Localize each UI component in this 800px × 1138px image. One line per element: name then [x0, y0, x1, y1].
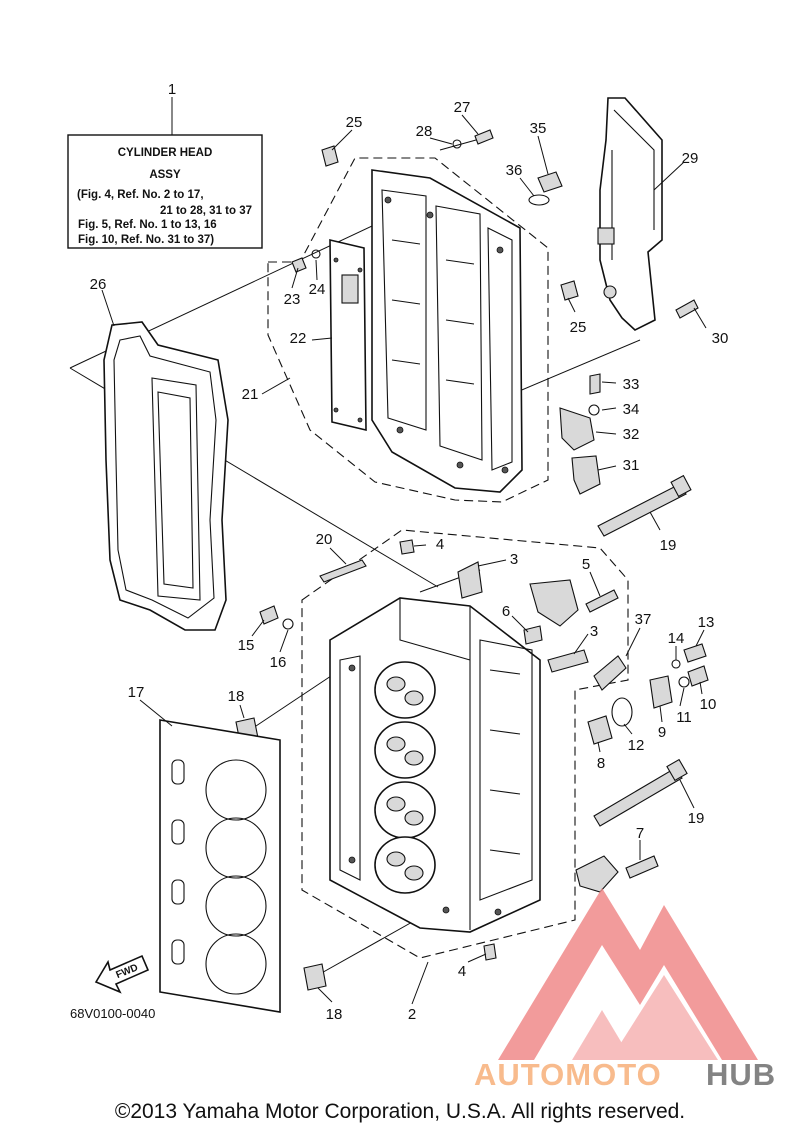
callout-35: 35 — [530, 120, 547, 137]
callout-4-top: 4 — [436, 536, 444, 553]
cylinder-head — [329, 597, 541, 933]
callout-29: 29 — [682, 150, 699, 167]
callout-22: 22 — [290, 330, 307, 347]
callout-8: 8 — [597, 755, 605, 772]
diagram-code: 68V0100-0040 — [70, 1006, 155, 1021]
callout-1: 1 — [168, 81, 176, 98]
callout-13: 13 — [698, 614, 715, 631]
box-line-4: 21 to 28, 31 to 37 — [160, 205, 252, 217]
callout-6: 6 — [502, 603, 510, 620]
callout-11: 11 — [676, 709, 692, 726]
callout-14: 14 — [668, 630, 685, 647]
callout-9: 9 — [658, 724, 666, 741]
callout-12: 12 — [628, 737, 645, 754]
valve-cover — [371, 169, 523, 493]
callout-18-bottom: 18 — [326, 1006, 343, 1023]
callout-30: 30 — [712, 330, 729, 347]
combustion-chambers — [374, 661, 436, 894]
box-line-5: Fig. 5, Ref. No. 1 to 13, 16 — [78, 219, 217, 231]
leader-lines — [101, 114, 707, 1005]
bracket — [597, 97, 663, 331]
callout-28: 28 — [416, 123, 433, 140]
callout-23: 23 — [284, 291, 301, 308]
small-parts — [235, 129, 709, 991]
callout-25-right: 25 — [570, 319, 587, 336]
callout-33: 33 — [623, 376, 640, 393]
callout-19-top: 19 — [660, 537, 677, 554]
callout-26: 26 — [90, 276, 107, 293]
callout-32: 32 — [623, 426, 640, 443]
watermark-text-gray: HUB — [706, 1057, 776, 1092]
watermark-text-orange: AUTOMOTO — [474, 1057, 662, 1092]
callout-15: 15 — [238, 637, 255, 654]
callout-5: 5 — [582, 556, 590, 573]
callout-37: 37 — [635, 611, 652, 628]
callout-34: 34 — [623, 401, 640, 418]
callout-4-bottom: 4 — [458, 963, 466, 980]
cylinder-head-assy-label-box: CYLINDER HEAD ASSY (Fig. 4, Ref. No. 2 t… — [67, 134, 263, 249]
forward-arrow-icon: FWD — [94, 954, 150, 994]
callout-18-top: 18 — [228, 688, 245, 705]
callout-31: 31 — [623, 457, 640, 474]
box-line-1: CYLINDER HEAD — [118, 147, 213, 159]
callout-17: 17 — [128, 684, 145, 701]
long-bolts — [593, 474, 692, 827]
callout-21: 21 — [242, 386, 259, 403]
callout-7: 7 — [636, 825, 644, 842]
copyright-notice: ©2013 Yamaha Motor Corporation, U.S.A. A… — [114, 1100, 686, 1123]
box-line-2: ASSY — [149, 169, 181, 181]
callout-24: 24 — [309, 281, 326, 298]
callout-20: 20 — [316, 531, 333, 548]
callout-36: 36 — [506, 162, 523, 179]
cover-plate — [329, 238, 367, 432]
callout-3-mid: 3 — [590, 623, 598, 640]
cover-gasket — [103, 321, 229, 631]
callout-16: 16 — [270, 654, 287, 671]
callout-27: 27 — [454, 99, 471, 116]
callout-10: 10 — [700, 696, 717, 713]
callout-2: 2 — [408, 1006, 416, 1023]
box-line-3: (Fig. 4, Ref. No. 2 to 17, — [77, 189, 204, 201]
box-line-6: Fig. 10, Ref. No. 31 to 37) — [78, 234, 214, 246]
cover-assembly-outline — [267, 157, 549, 503]
head-gasket — [159, 719, 281, 1013]
callout-25-top: 25 — [346, 114, 363, 131]
callout-3-top: 3 — [510, 551, 518, 568]
callout-19-bottom: 19 — [688, 810, 705, 827]
automotohub-logo: AUTOMOTO HUB — [474, 888, 776, 1092]
callout-numbers: 1 25 27 28 35 36 29 23 24 25 30 22 26 21… — [90, 81, 729, 1023]
